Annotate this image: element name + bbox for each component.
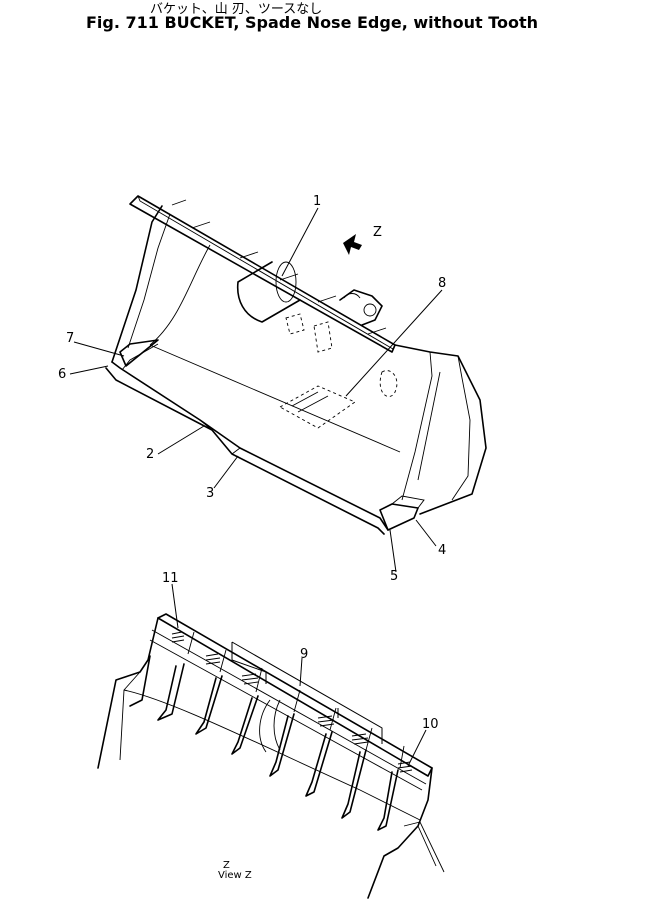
callout-1: 1 (313, 194, 321, 209)
callout-11: 11 (162, 571, 179, 586)
view-z-label: Z (223, 860, 230, 871)
view-z-drawing (97, 583, 445, 899)
callout-4: 4 (438, 543, 446, 558)
view-z-caption: View Z (218, 870, 252, 881)
callout-3: 3 (206, 486, 214, 501)
view-z-marker: Z (373, 225, 382, 240)
callout-7: 7 (66, 331, 74, 346)
title-japanese: バケット、山 刃、ツースなし (150, 2, 322, 17)
view-arrow-icon (343, 234, 362, 255)
title-english: Fig. 711 BUCKET, Spade Nose Edge, withou… (86, 13, 538, 32)
bucket-drawing: Z (69, 195, 487, 573)
callout-2: 2 (146, 447, 154, 462)
callout-10: 10 (422, 717, 439, 732)
callout-9: 9 (300, 647, 308, 662)
callout-5: 5 (390, 569, 398, 584)
callout-6: 6 (58, 367, 66, 382)
callout-8: 8 (438, 276, 446, 291)
